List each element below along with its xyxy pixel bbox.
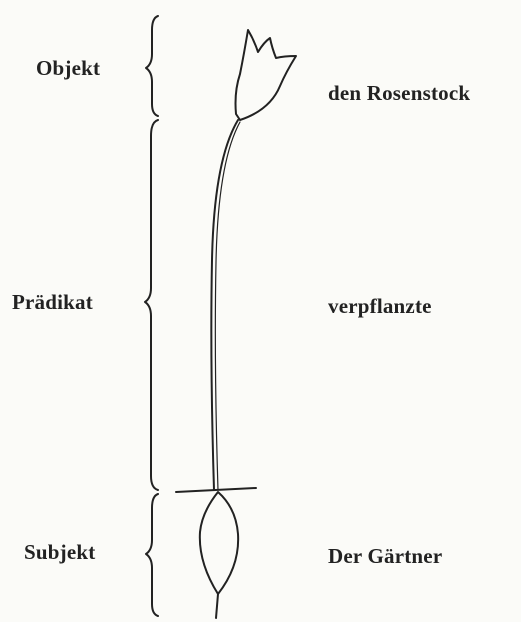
crossbar-line — [176, 488, 256, 492]
brace-objekt — [146, 16, 158, 116]
sentence-praedikat: verpflanzte — [328, 294, 432, 319]
label-praedikat: Prädikat — [12, 290, 93, 315]
label-subjekt: Subjekt — [24, 540, 95, 565]
flower-blossom — [236, 30, 297, 120]
sentence-objekt: den Rosenstock — [328, 81, 470, 106]
brace-subjekt — [146, 494, 158, 616]
brace-praedikat — [145, 120, 158, 490]
sentence-subjekt: Der Gärtner — [328, 544, 442, 569]
flower-bulb — [200, 492, 238, 594]
label-objekt: Objekt — [36, 56, 100, 81]
flower-root — [216, 594, 218, 618]
